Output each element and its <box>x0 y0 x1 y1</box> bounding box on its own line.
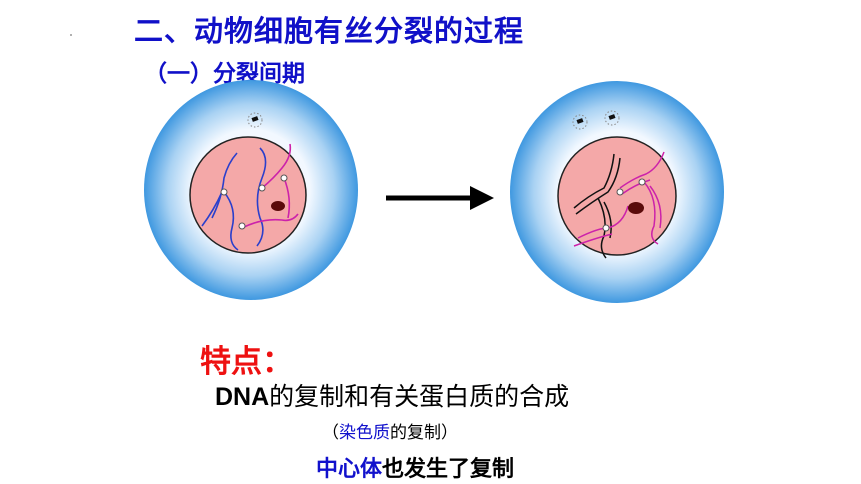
section-subtitle: （一）分裂间期 <box>144 61 305 87</box>
centromere <box>258 184 266 192</box>
paren-open: （ <box>322 423 339 443</box>
interphase-cell-right <box>510 81 724 303</box>
dna-text: DNA <box>215 383 270 411</box>
centromere <box>638 178 646 186</box>
transition-arrow <box>386 186 494 210</box>
centrosome-term: 中心体 <box>316 457 383 482</box>
centromere <box>238 222 246 230</box>
nucleolus <box>628 202 644 214</box>
nucleolus <box>271 201 285 211</box>
feature-line-dna: DNA的复制和有关蛋白质的合成 <box>215 377 569 413</box>
centrosome <box>572 110 620 130</box>
interphase-cell-left <box>144 80 358 300</box>
centromere <box>280 174 288 182</box>
centromere <box>602 224 610 232</box>
centromere <box>220 188 228 196</box>
chromatin-term: 染色质 <box>339 423 390 443</box>
centrosome <box>247 112 263 128</box>
centromere <box>616 188 624 196</box>
chromatin <box>201 143 299 251</box>
centrosome-rest-text: 也发生了复制 <box>382 457 515 482</box>
nucleus <box>189 136 307 254</box>
chromatin <box>573 151 665 259</box>
dna-rest-text: 的复制和有关蛋白质的合成 <box>269 382 570 411</box>
feature-label: 特点： <box>200 344 293 380</box>
feature-line-chromatin: （染色质的复制） <box>322 418 458 443</box>
page-title: 二、动物细胞有丝分裂的过程 <box>134 14 525 48</box>
chromatin-rest-text: 的复制） <box>390 423 458 443</box>
slide-dot <box>70 34 72 36</box>
nucleus <box>557 136 677 256</box>
feature-line-centrosome: 中心体也发生了复制 <box>316 451 514 483</box>
